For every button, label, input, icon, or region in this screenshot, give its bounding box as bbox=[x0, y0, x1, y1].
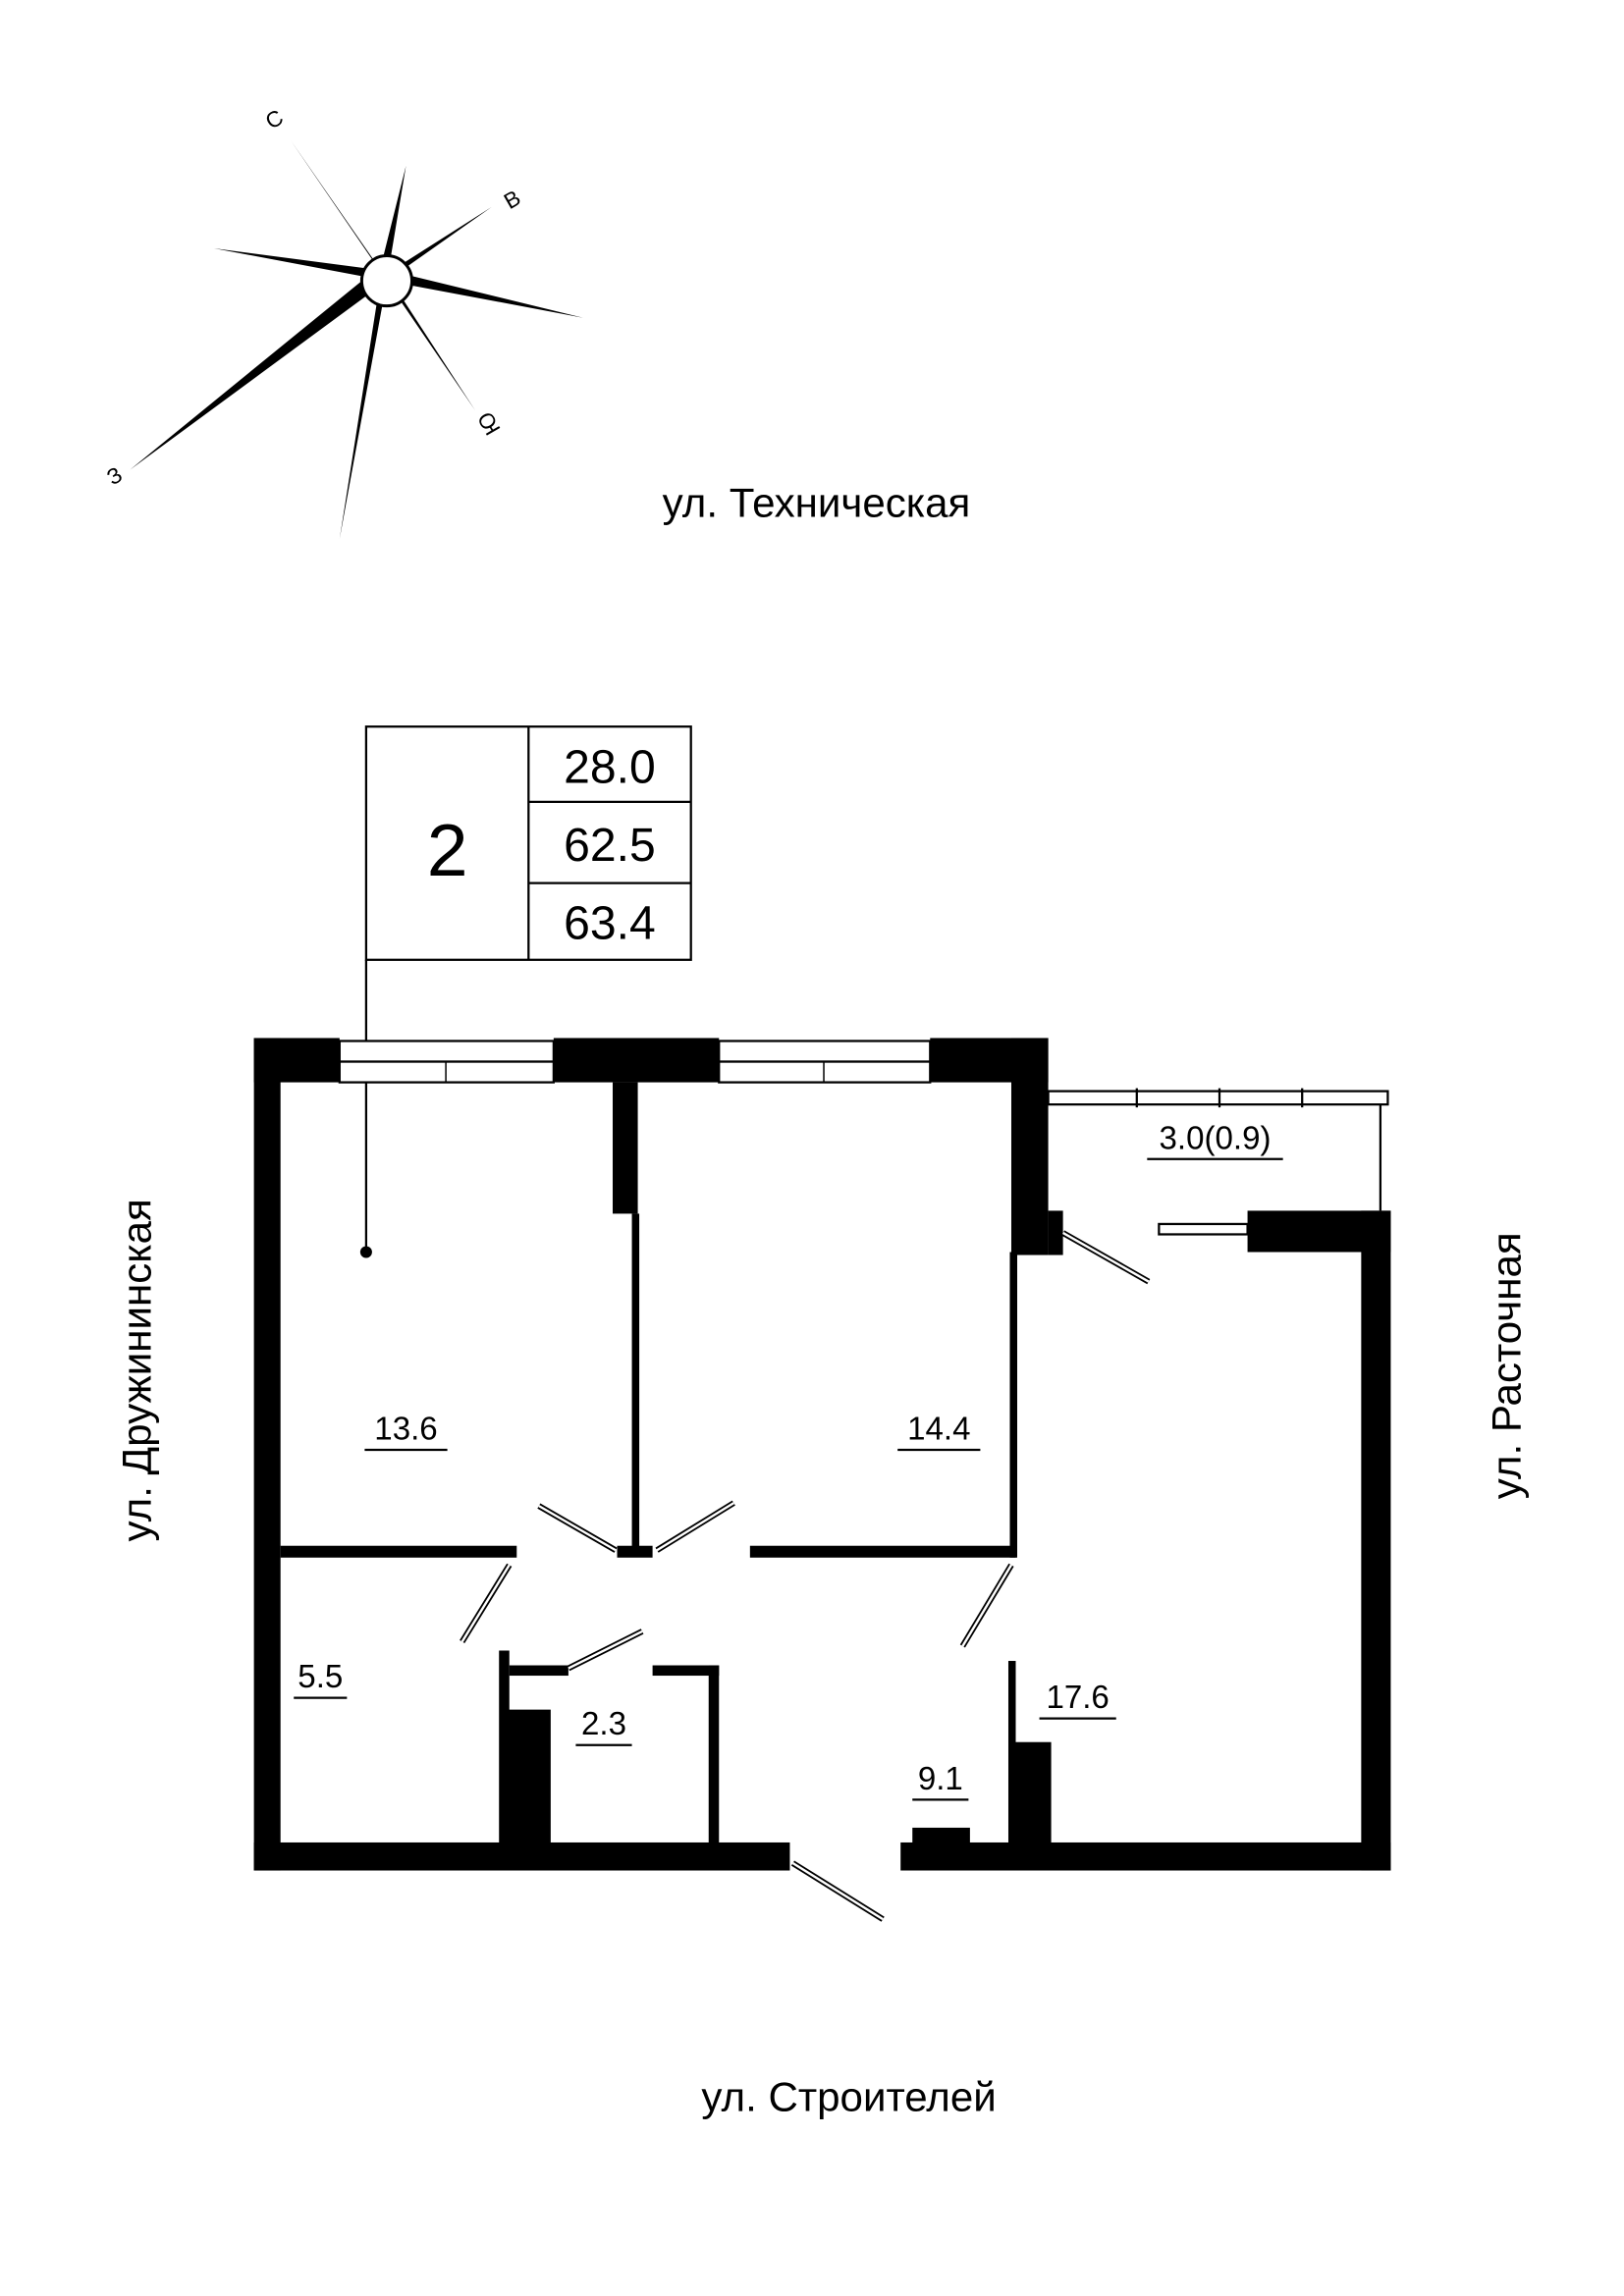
room-area-hallway: 9.1 bbox=[918, 1761, 963, 1797]
apartment-info-table bbox=[364, 725, 692, 1253]
compass-label-north: С bbox=[261, 105, 288, 134]
compass-label-west: З bbox=[103, 462, 127, 490]
living-area: 28.0 bbox=[564, 740, 656, 793]
room-labels: 13.6 14.4 3.0(0.9) 5.5 2.3 9.1 17.6 bbox=[294, 1120, 1283, 1801]
compass-label-south: Ю bbox=[473, 407, 506, 439]
doors bbox=[460, 1230, 1151, 1922]
street-bottom: ул. Строителей bbox=[701, 2074, 996, 2120]
leader-dot bbox=[359, 1246, 372, 1258]
balcony-railing bbox=[1047, 1088, 1389, 1236]
street-left: ул. Дружининская bbox=[113, 1199, 159, 1541]
room-area-toilet: 2.3 bbox=[581, 1706, 626, 1742]
room-area-bedroom-1: 13.6 bbox=[374, 1411, 437, 1447]
window bbox=[338, 1040, 555, 1084]
total-area: 62.5 bbox=[564, 819, 656, 872]
compass-label-east: В bbox=[500, 186, 525, 214]
room-area-balcony: 3.0(0.9) bbox=[1159, 1120, 1271, 1156]
room-count: 2 bbox=[427, 809, 468, 891]
compass-rose: С В Ю З bbox=[103, 105, 583, 540]
room-area-bathroom: 5.5 bbox=[298, 1659, 343, 1695]
window bbox=[718, 1040, 932, 1084]
total-area-with-balcony: 63.4 bbox=[564, 897, 656, 950]
room-area-kitchen: 17.6 bbox=[1046, 1680, 1109, 1716]
street-right: ул. Расточная bbox=[1484, 1232, 1530, 1499]
compass-center bbox=[359, 254, 414, 308]
street-top: ул. Техническая bbox=[663, 480, 971, 526]
room-area-bedroom-2: 14.4 bbox=[907, 1411, 970, 1447]
walls bbox=[253, 1038, 1391, 1871]
